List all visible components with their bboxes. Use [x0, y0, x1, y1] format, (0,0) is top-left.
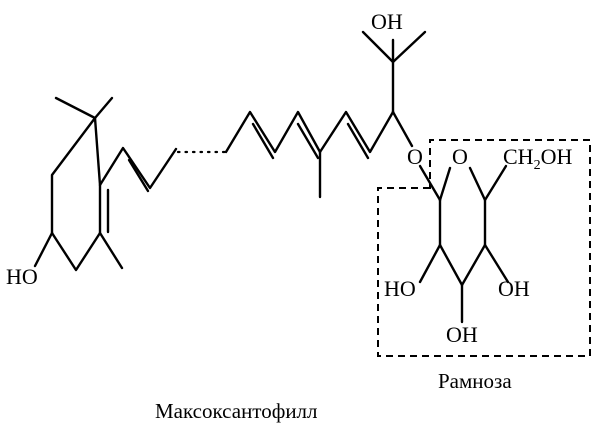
sugar-hydroxyl-right: OH	[498, 276, 530, 301]
sugar-hydroxyl-bottom: OH	[446, 322, 478, 347]
rhamnose-caption: Рамноза	[438, 369, 512, 393]
rhamnose-highlight-box	[377, 139, 591, 357]
hydroxyl-label-left: HO	[6, 264, 38, 289]
polyene-chain-left	[98, 146, 178, 193]
cyclohexene-ring	[33, 96, 124, 272]
compound-caption: Максоксантофилл	[155, 399, 318, 423]
sugar-hydroxyl-left: HO	[384, 276, 416, 301]
ring-oxygen-label: O	[452, 144, 468, 169]
rhamnose-ring	[418, 164, 510, 324]
ch2oh-label: CH2OH	[503, 144, 572, 173]
polyene-chain-right	[224, 30, 427, 199]
bridge-oxygen-label: O	[407, 144, 423, 169]
hydroxyl-label-top: OH	[371, 9, 403, 34]
